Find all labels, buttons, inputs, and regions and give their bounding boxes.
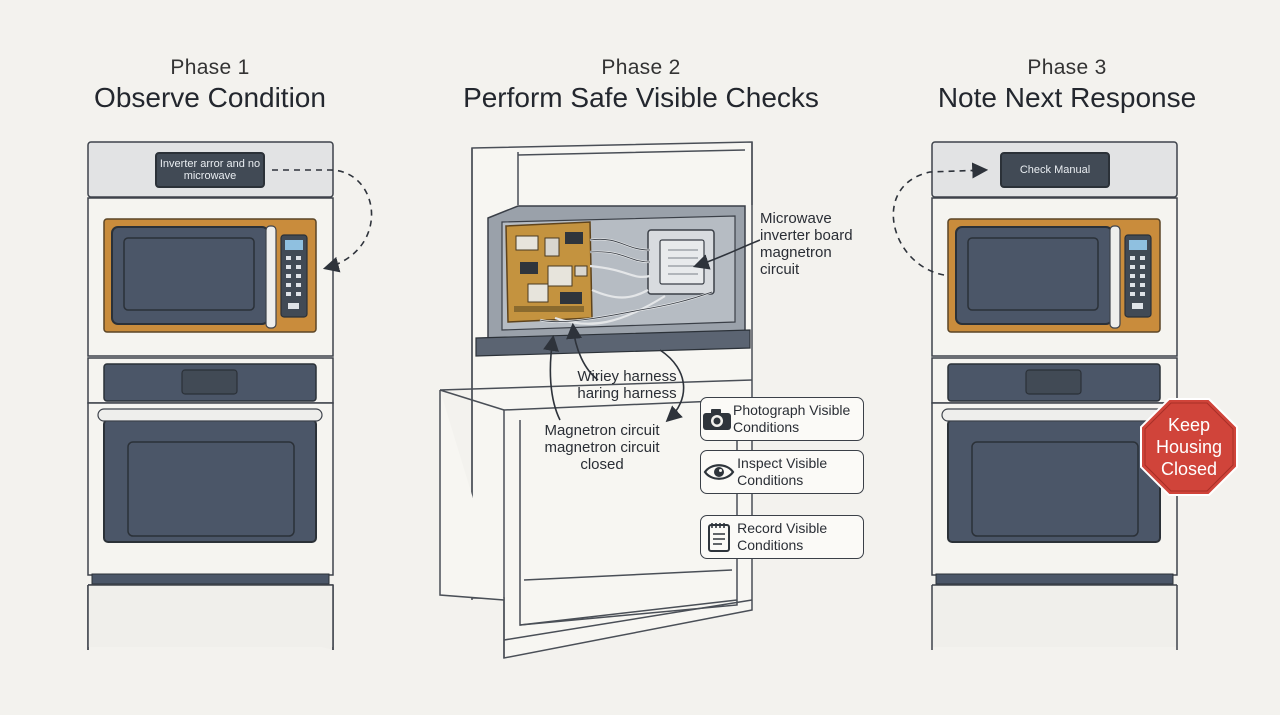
phase-1-error-display: Inverter arror and no microwave bbox=[155, 152, 265, 188]
harness-label-arrow bbox=[566, 322, 599, 381]
phase-1-number: Phase 1 bbox=[170, 56, 250, 79]
photograph-action-card: Photograph Visible Conditions bbox=[700, 397, 864, 441]
magnetron-circuit-label: Magnetron circuit magnetron circuit clos… bbox=[544, 422, 660, 473]
camera-icon bbox=[703, 409, 731, 430]
magnetron-unit bbox=[647, 229, 715, 295]
phase-3-wall-oven bbox=[931, 141, 1178, 650]
phase-3-title: Note Next Response bbox=[937, 82, 1197, 113]
phase-2-heading: Phase 2 Perform Safe Visible Checks bbox=[431, 56, 851, 114]
record-action-label: Record Visible Conditions bbox=[737, 520, 828, 553]
stop-sign-icon bbox=[1140, 398, 1238, 496]
notepad-icon bbox=[708, 523, 731, 552]
magnetron-label-arrow-left bbox=[543, 334, 561, 421]
phase-2-title: Perform Safe Visible Checks bbox=[463, 82, 819, 113]
phase-1-heading: Phase 1 Observe Condition bbox=[0, 56, 420, 114]
phase-1-title: Observe Condition bbox=[94, 82, 326, 113]
photograph-action-label: Photograph Visible Conditions bbox=[733, 402, 851, 435]
inverter-board-label: Microwave inverter board magnetron circu… bbox=[760, 210, 853, 278]
inverter-board bbox=[505, 221, 593, 323]
record-action-card: Record Visible Conditions bbox=[700, 515, 864, 559]
phase-3-heading: Phase 3 Note Next Response bbox=[857, 56, 1277, 114]
phase-1-dashed-arrow bbox=[272, 169, 373, 273]
phase-3-microwave bbox=[947, 218, 1161, 333]
phase-3-check-manual-display: Check Manual bbox=[1000, 152, 1110, 188]
keep-housing-closed-stop-sign: Keep Housing Closed bbox=[1140, 398, 1238, 496]
phase-3-dashed-arrow bbox=[892, 162, 989, 276]
inspect-action-card: Inspect Visible Conditions bbox=[700, 450, 864, 494]
phase-1-microwave bbox=[103, 218, 317, 333]
inspect-action-label: Inspect Visible Conditions bbox=[737, 455, 828, 488]
wiring-harness-label: Wiriey harness haring harness bbox=[577, 368, 677, 402]
magnetron-label-arrow-right bbox=[659, 349, 685, 423]
phase-2-number: Phase 2 bbox=[601, 56, 681, 79]
phase-3-number: Phase 3 bbox=[1027, 56, 1107, 79]
stop-sign-text: Keep Housing Closed bbox=[1155, 415, 1223, 479]
inverter-label-arrow bbox=[692, 239, 761, 270]
eye-icon bbox=[703, 464, 735, 480]
phase-1-wall-oven bbox=[87, 141, 334, 650]
